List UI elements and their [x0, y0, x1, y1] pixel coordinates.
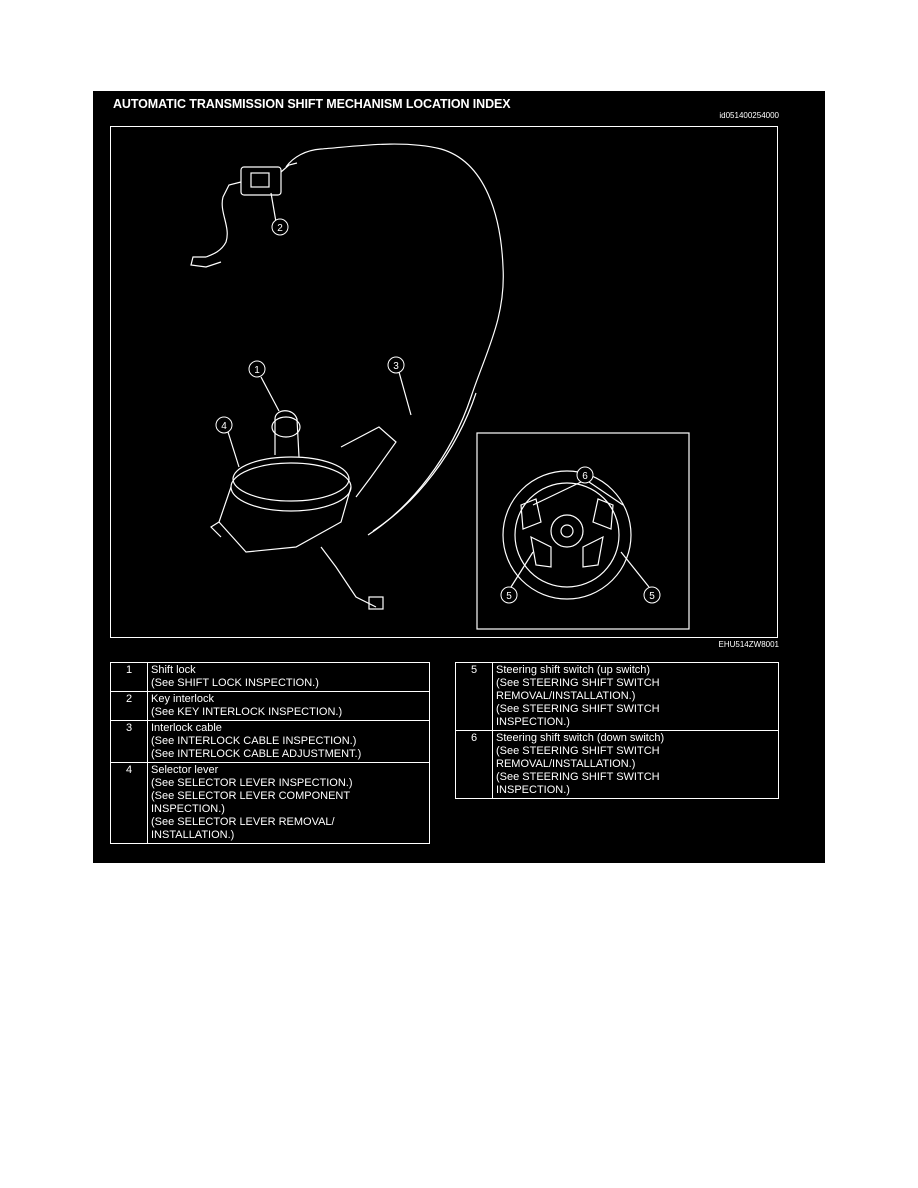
table-row: 2 Key interlock (See KEY INTERLOCK INSPE… — [110, 691, 430, 721]
steering-wheel-inset — [476, 432, 690, 630]
item-description: Interlock cable (See INTERLOCK CABLE INS… — [147, 720, 430, 763]
callout-5-right: 5 — [649, 591, 655, 602]
table-row: 4 Selector lever (See SELECTOR LEVER INS… — [110, 762, 430, 844]
callout-6: 6 — [582, 471, 588, 482]
callout-4-circle — [215, 416, 233, 434]
key-interlock-unit — [190, 162, 298, 268]
item-description: Key interlock (See KEY INTERLOCK INSPECT… — [147, 691, 430, 721]
callout-4: 4 — [221, 421, 227, 432]
page-title: AUTOMATIC TRANSMISSION SHIFT MECHANISM L… — [113, 97, 511, 111]
table-row: 3 Interlock cable (See INTERLOCK CABLE I… — [110, 720, 430, 763]
item-number: 4 — [110, 762, 148, 844]
illustration-svg: 1 2 3 4 5 5 6 — [190, 143, 690, 630]
table-row: 6 Steering shift switch (down switch) (S… — [455, 730, 779, 799]
callout-5-left: 5 — [506, 591, 512, 602]
callout-3-circle — [387, 356, 405, 374]
callout-5-left-circle — [500, 586, 518, 604]
item-description: Shift lock (See SHIFT LOCK INSPECTION.) — [147, 662, 430, 692]
callout-1-circle — [248, 360, 266, 378]
item-number: 2 — [110, 691, 148, 721]
index-table-left: 1 Shift lock (See SHIFT LOCK INSPECTION.… — [110, 662, 430, 844]
table-row: 1 Shift lock (See SHIFT LOCK INSPECTION.… — [110, 662, 430, 692]
item-number: 5 — [455, 662, 493, 731]
item-description: Steering shift switch (down switch) (See… — [492, 730, 779, 799]
selector-lever-assembly — [210, 410, 397, 610]
item-number: 1 — [110, 662, 148, 692]
item-number: 3 — [110, 720, 148, 763]
item-description: Selector lever (See SELECTOR LEVER INSPE… — [147, 762, 430, 844]
callout-3: 3 — [393, 361, 399, 372]
document-id: id051400254000 — [719, 111, 779, 120]
callout-1: 1 — [254, 365, 260, 376]
callout-2-circle — [271, 218, 289, 236]
callout-2: 2 — [277, 223, 283, 234]
callout-6-circle — [576, 466, 594, 484]
item-description: Steering shift switch (up switch) (See S… — [492, 662, 779, 731]
figure-code: EHU514ZW8001 — [718, 640, 779, 649]
shift-mechanism-illustration: 1 2 3 4 5 5 6 — [110, 126, 778, 638]
location-index-panel: AUTOMATIC TRANSMISSION SHIFT MECHANISM L… — [93, 91, 825, 863]
item-number: 6 — [455, 730, 493, 799]
table-row: 5 Steering shift switch (up switch) (See… — [455, 662, 779, 731]
callout-5-right-circle — [643, 586, 661, 604]
index-table-right: 5 Steering shift switch (up switch) (See… — [455, 662, 779, 799]
interlock-cable — [285, 143, 504, 536]
